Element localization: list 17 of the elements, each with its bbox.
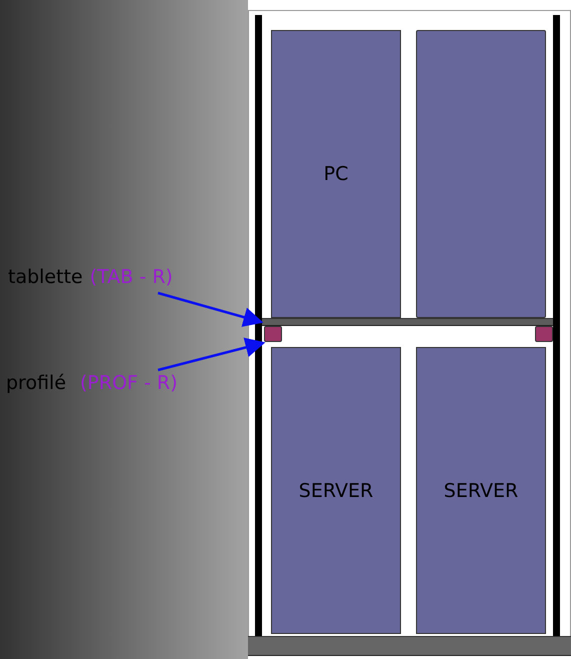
shelf-bar [262,318,553,326]
part-code: (TAB - R) [90,266,173,288]
profile-block [264,326,282,342]
leader-arrow [158,338,266,372]
server-unit [271,347,401,634]
part-name: profilé [6,372,66,394]
profile-block [535,326,553,342]
base-plinth [248,636,571,656]
server-unit [416,347,546,634]
computer-unit [271,30,401,318]
part-name: tablette [8,266,83,288]
unit-label: SERVER [298,480,374,502]
leader-arrow [158,292,264,327]
unit-label: SERVER [444,480,518,502]
computer-unit [416,30,546,318]
part-code: (PROF - R) [80,372,178,394]
unit-label: PC [324,163,348,185]
